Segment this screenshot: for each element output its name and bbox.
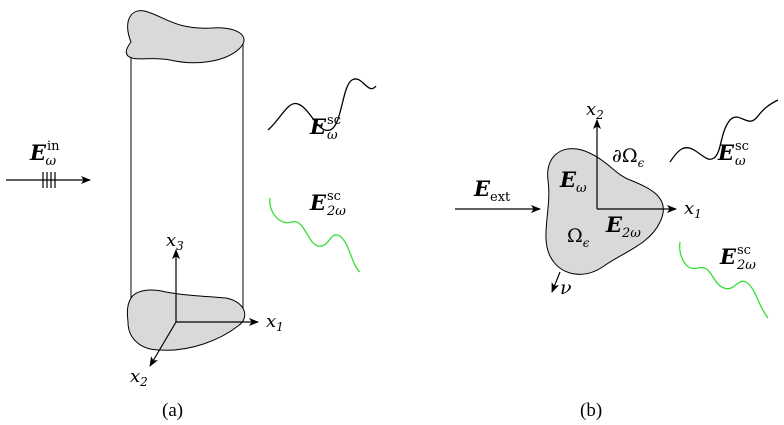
caption-a: (a) bbox=[162, 400, 183, 421]
normal-vector-arrow bbox=[551, 271, 561, 293]
caption-b: (b) bbox=[580, 400, 602, 421]
inner-2omega-label: E2ω bbox=[605, 212, 641, 241]
domain-label: Ωϵ bbox=[567, 225, 590, 250]
axis-x2-arrow bbox=[149, 321, 177, 367]
axis-x3-label: x3 bbox=[166, 230, 184, 253]
scattered-omega-wave-b bbox=[669, 99, 779, 163]
external-field-label: Eext bbox=[473, 176, 511, 205]
normal-vector-label: ν bbox=[560, 277, 572, 299]
inner-omega-label: Eω bbox=[559, 167, 587, 196]
scattered-omega-wave bbox=[267, 78, 377, 131]
axis-x1-label: x1 bbox=[266, 311, 284, 334]
boundary-label: ∂Ωϵ bbox=[612, 145, 645, 170]
axis-x1-label-b: x1 bbox=[684, 198, 702, 221]
scatterer-shape bbox=[545, 148, 664, 275]
scattered-2omega-wave bbox=[269, 197, 361, 273]
axis-x2-label-b: x2 bbox=[586, 99, 604, 122]
cylinder-bottom-cross-section bbox=[126, 289, 246, 351]
scattered-2omega-wave-b bbox=[679, 241, 769, 319]
cylinder-top-cross-section bbox=[125, 10, 245, 64]
incident-wavefront-ticks bbox=[42, 172, 56, 188]
axis-x2-label: x2 bbox=[130, 366, 148, 389]
